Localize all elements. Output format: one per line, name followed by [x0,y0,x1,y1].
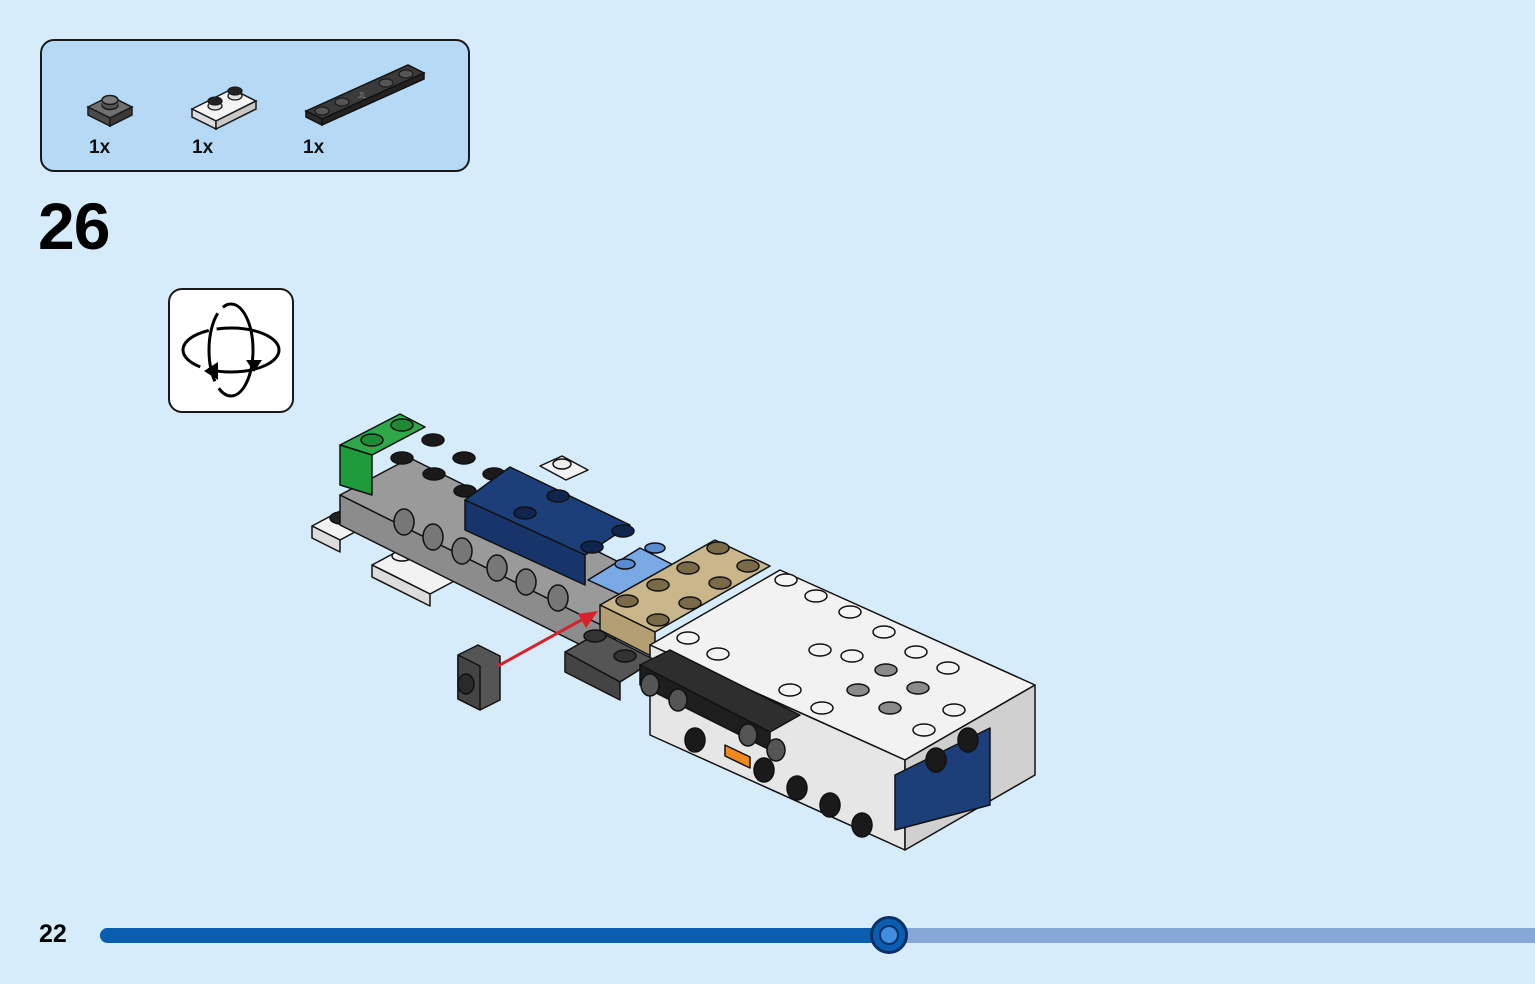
dark-gray-1x1-plate-icon [86,94,134,128]
page-number: 22 [39,920,67,948]
progress-fill [100,928,889,943]
progress-bar [100,916,1535,954]
parts-list-box: 1x 1x JL 1x [40,39,470,172]
rotate-model-icon [181,302,281,398]
step-number: 26 [38,189,110,263]
black-1x5-plate-icon: JL [304,64,426,127]
part-quantity: 1x [303,137,325,158]
white-1x2-plate-icon [190,86,258,131]
part-quantity: 1x [89,137,111,158]
rotate-callout [168,288,294,413]
progress-knob [870,916,908,954]
svg-text:JL: JL [358,91,367,100]
model-assembly-icon [311,413,1036,851]
part-quantity: 1x [192,137,214,158]
